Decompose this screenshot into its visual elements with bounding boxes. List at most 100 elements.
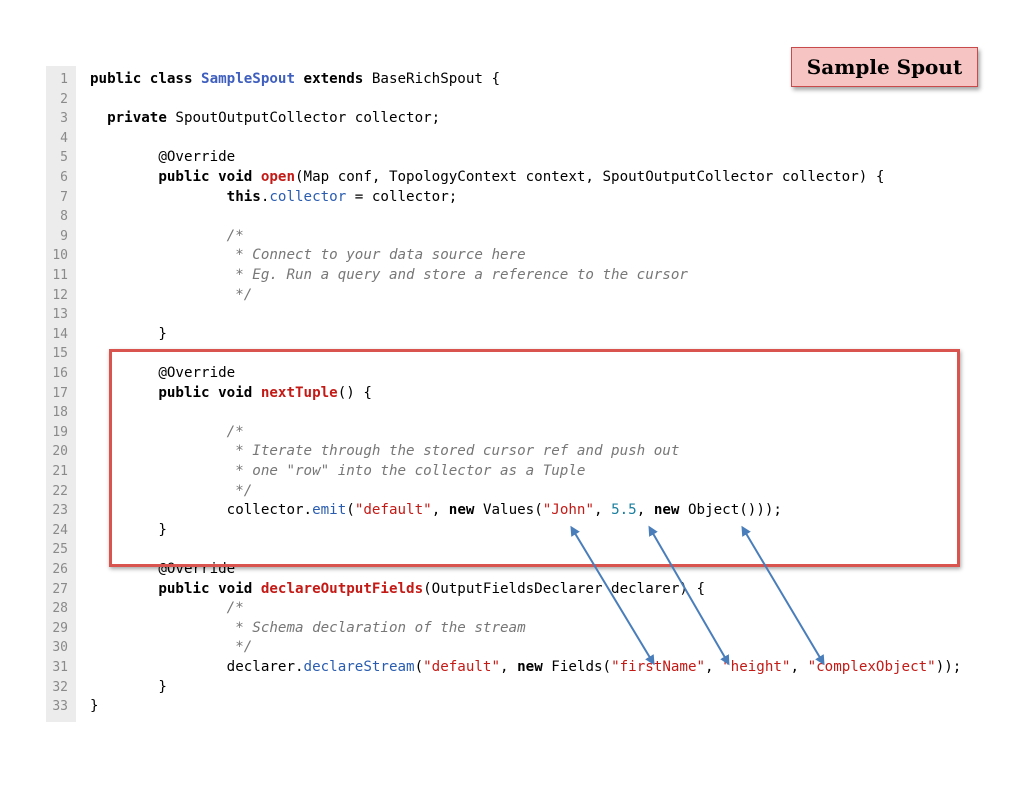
line-number: 7 [60, 189, 68, 205]
code-line: 25 [46, 540, 986, 560]
line-number: 18 [52, 405, 68, 421]
line-number: 22 [52, 483, 68, 499]
line-number: 12 [52, 287, 68, 303]
code-line: 23 collector.emit("default", new Values(… [46, 501, 986, 521]
code-text: } [90, 325, 167, 345]
code-token: SampleSpout [201, 71, 296, 87]
code-line: 4 [46, 129, 986, 149]
code-line: 15 [46, 344, 986, 364]
code-line: 12 */ [46, 286, 986, 306]
code-text: */ [90, 482, 252, 502]
code-token: collector. [90, 502, 313, 519]
code-token: * Connect to your data source here [90, 247, 526, 264]
line-number: 14 [52, 326, 68, 342]
code-token: new [653, 502, 688, 519]
code-token: public void [90, 384, 261, 401]
code-line: 1 public class SampleSpout extends BaseRi… [46, 70, 986, 90]
code-line: 32 } [46, 678, 986, 698]
code-token: /* [90, 423, 244, 440]
code-token: } [90, 521, 167, 538]
code-text: /* [90, 423, 244, 443]
line-number: 24 [52, 522, 68, 538]
line-number: 27 [52, 581, 68, 597]
code-line: 6 public void open(Map conf, TopologyCon… [46, 168, 986, 188]
code-text: * Schema declaration of the stream [90, 619, 526, 639]
line-number: 15 [52, 346, 68, 362]
line-number: 16 [52, 366, 68, 381]
code-line: 29 * Schema declaration of the stream [46, 619, 986, 639]
code-token: "default" [354, 502, 432, 519]
code-token: new [448, 502, 483, 519]
line-number: 21 [52, 464, 68, 479]
code-token: collector [269, 188, 347, 205]
code-token: )); [935, 659, 962, 675]
code-line: 24 } [46, 521, 986, 541]
code-text: @Override [90, 148, 235, 168]
code-token: * Eg. Run a query and store a reference … [90, 267, 688, 283]
code-token: , [636, 502, 654, 519]
code-text: this.collector = collector; [90, 188, 458, 208]
code-token: . [260, 188, 270, 205]
code-text: * Connect to your data source here [90, 246, 526, 266]
code-line: 18 [46, 403, 986, 423]
code-line: 5 @Override [46, 148, 986, 168]
code-line: 3 private SpoutOutputCollector collector… [46, 109, 986, 129]
slide-title-badge: Sample Spout [791, 47, 978, 87]
code-token: ( [346, 502, 355, 519]
arrow-john-to-firstname [570, 525, 655, 666]
code-text: * Eg. Run a query and store a reference … [90, 266, 688, 286]
code-text: public class SampleSpout extends BaseRic… [90, 70, 500, 90]
code-text: } [90, 697, 99, 717]
code-text: /* [90, 227, 244, 247]
code-line: 2 [46, 90, 986, 110]
code-text: */ [90, 286, 252, 306]
code-text: */ [90, 638, 252, 658]
slide-title-label: Sample Spout [806, 55, 963, 79]
code-token: Object())); [687, 502, 782, 519]
code-token: "complexObject" [807, 659, 936, 675]
code-line: 19 /* [46, 423, 986, 443]
code-token: () { [337, 384, 372, 401]
line-number-gutter [46, 66, 76, 722]
code-token: , [705, 659, 723, 675]
code-token: } [90, 698, 99, 715]
line-number: 4 [60, 130, 68, 146]
line-number: 17 [52, 385, 68, 401]
line-number: 13 [52, 307, 68, 323]
code-line: 30 */ [46, 638, 986, 658]
arrow-object-to-complexobject [741, 525, 825, 666]
code-line: 33} [46, 697, 986, 717]
code-token: this [90, 188, 261, 205]
code-token: "default" [423, 659, 501, 675]
code-token: nextTuple [260, 384, 338, 401]
code-token: private [90, 110, 176, 127]
code-token: * Iterate through the stored cursor ref … [90, 443, 680, 460]
code-text: collector.emit("default", new Values("Jo… [90, 501, 782, 521]
line-number: 32 [52, 679, 68, 695]
code-token: * Schema declaration of the stream [90, 619, 526, 636]
code-token: * one "row" into the collector as a Tupl… [90, 463, 586, 479]
line-number: 1 [60, 72, 68, 87]
code-token: } [90, 325, 167, 342]
code-line: 20 * Iterate through the stored cursor r… [46, 442, 986, 462]
code-token: public void [90, 169, 261, 185]
code-token: @Override [90, 365, 236, 381]
code-token: BaseRichSpout { [371, 71, 501, 87]
code-line: 28 /* [46, 599, 986, 619]
code-token: , [431, 502, 449, 519]
code-line: 13 [46, 305, 986, 325]
code-token: (Map conf, TopologyContext context, Spou… [295, 169, 885, 185]
code-token: @Override [90, 149, 236, 166]
line-number: 31 [52, 660, 68, 675]
line-number: 26 [52, 562, 68, 577]
code-line: 14 } [46, 325, 986, 345]
code-text: * one "row" into the collector as a Tupl… [90, 462, 585, 482]
code-line: 8 [46, 207, 986, 227]
code-token: */ [90, 639, 253, 656]
line-number: 10 [52, 248, 68, 264]
line-number: 29 [52, 620, 68, 636]
line-number: 30 [52, 640, 68, 656]
code-token: } [90, 678, 167, 695]
code-text: /* [90, 599, 244, 619]
